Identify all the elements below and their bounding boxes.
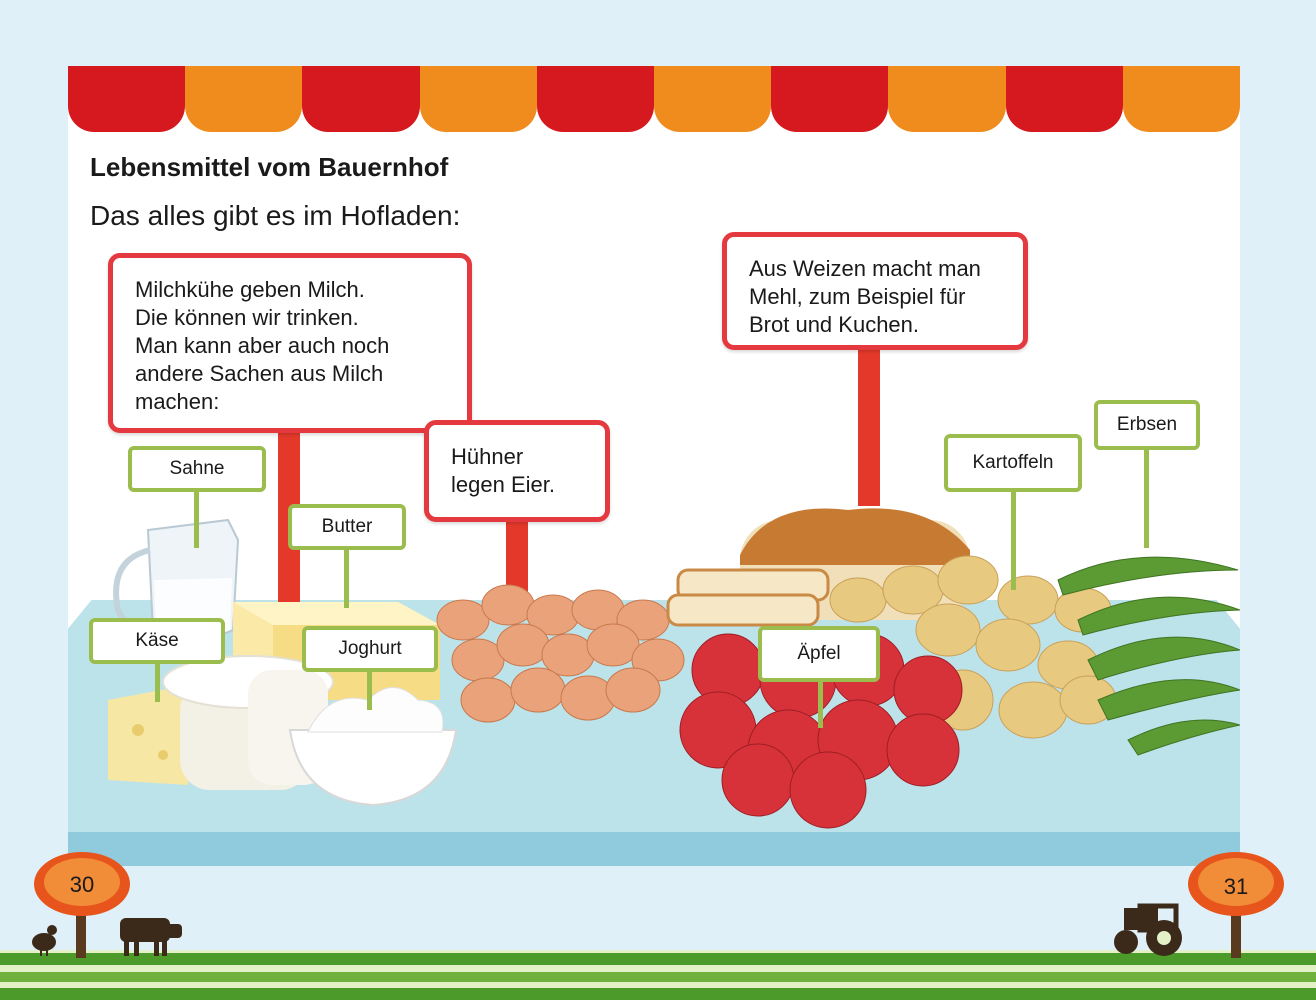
sign-wheat-line: Aus Weizen macht man bbox=[749, 256, 981, 281]
label-sahne: Sahne bbox=[128, 446, 266, 492]
awning-segment bbox=[68, 66, 186, 132]
right-footer-scene bbox=[1114, 852, 1284, 958]
yogurt-icon bbox=[288, 687, 458, 807]
eggs-icon bbox=[436, 584, 685, 723]
tree-icon bbox=[34, 852, 130, 958]
page-number-right: 31 bbox=[1223, 874, 1249, 899]
tree-icon bbox=[1188, 852, 1284, 958]
awning-segment bbox=[419, 66, 537, 132]
tractor-icon bbox=[1114, 903, 1182, 956]
sign-eggs-line: legen Eier. bbox=[451, 472, 555, 497]
sign-eggs: Hühner legen Eier. bbox=[424, 420, 610, 522]
label-joghurt: Joghurt bbox=[302, 626, 438, 672]
label-kartoffeln: Kartoffeln bbox=[944, 434, 1082, 492]
sign-milk-line: Man kann aber auch noch bbox=[135, 333, 390, 358]
chicken-icon bbox=[32, 925, 57, 956]
ground-stripe bbox=[0, 988, 1316, 1000]
cheese-icon bbox=[108, 655, 334, 790]
label-aepfel: Äpfel bbox=[758, 626, 880, 682]
page-heading: Lebensmittel vom Bauernhof bbox=[90, 152, 449, 182]
cow-icon bbox=[120, 918, 182, 956]
label-stem-kaese bbox=[155, 662, 160, 702]
label-butter: Butter bbox=[288, 504, 406, 550]
awning-segment bbox=[185, 66, 303, 132]
page-intro: Das alles gibt es im Hofladen: bbox=[90, 200, 461, 231]
sign-wheat: Aus Weizen macht man Mehl, zum Beispiel … bbox=[722, 232, 1028, 350]
left-footer-scene bbox=[32, 852, 182, 958]
label-stem-erbsen bbox=[1144, 448, 1149, 548]
sign-milk: Milchkühe geben Milch. Die können wir tr… bbox=[108, 253, 472, 433]
label-kaese: Käse bbox=[89, 618, 225, 664]
awning-segment bbox=[654, 66, 772, 132]
awning-segment bbox=[1122, 66, 1241, 132]
label-stem-butter bbox=[344, 548, 349, 608]
sign-milk-line: Milchkühe geben Milch. bbox=[135, 277, 365, 302]
label-stem-sahne bbox=[194, 488, 199, 548]
peas-icon bbox=[1057, 556, 1240, 756]
label-stem-aepfel bbox=[818, 678, 823, 728]
awning-segment bbox=[536, 66, 655, 132]
awning bbox=[68, 66, 1241, 132]
label-erbsen: Erbsen bbox=[1094, 400, 1200, 450]
sign-wheat-line: Mehl, zum Beispiel für bbox=[749, 284, 966, 309]
label-stem-kartoffeln bbox=[1011, 490, 1016, 590]
awning-segment bbox=[1005, 66, 1123, 132]
ground-stripe bbox=[0, 953, 1316, 965]
sign-wheat-line: Brot und Kuchen. bbox=[749, 312, 920, 337]
awning-segment bbox=[302, 66, 420, 132]
awning-segment bbox=[771, 66, 889, 132]
awning-segment bbox=[888, 66, 1006, 132]
ground-stripe bbox=[0, 972, 1316, 982]
sign-eggs-line: Hühner bbox=[451, 444, 524, 469]
sign-milk-line: machen: bbox=[135, 389, 220, 414]
label-stem-joghurt bbox=[367, 670, 372, 710]
counter-edge bbox=[68, 832, 1240, 866]
sign-milk-line: andere Sachen aus Milch bbox=[135, 361, 384, 386]
potatoes-icon bbox=[829, 555, 1117, 739]
page-number-left: 30 bbox=[69, 872, 95, 897]
sign-pole-wheat bbox=[858, 346, 880, 506]
sign-milk-line: Die können wir trinken. bbox=[135, 305, 359, 330]
